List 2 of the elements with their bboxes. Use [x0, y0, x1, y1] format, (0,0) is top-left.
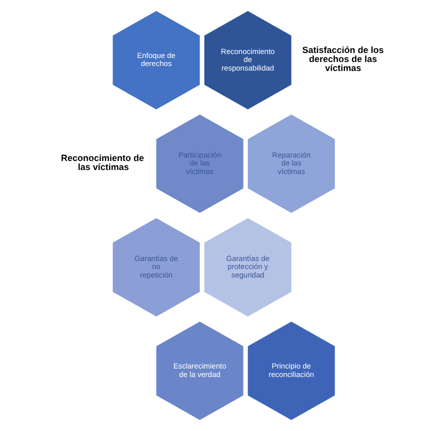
label: Reconocimiento de las víctimas [60, 153, 144, 172]
label: Satisfacción de los derechos de las víctimas [302, 45, 384, 74]
